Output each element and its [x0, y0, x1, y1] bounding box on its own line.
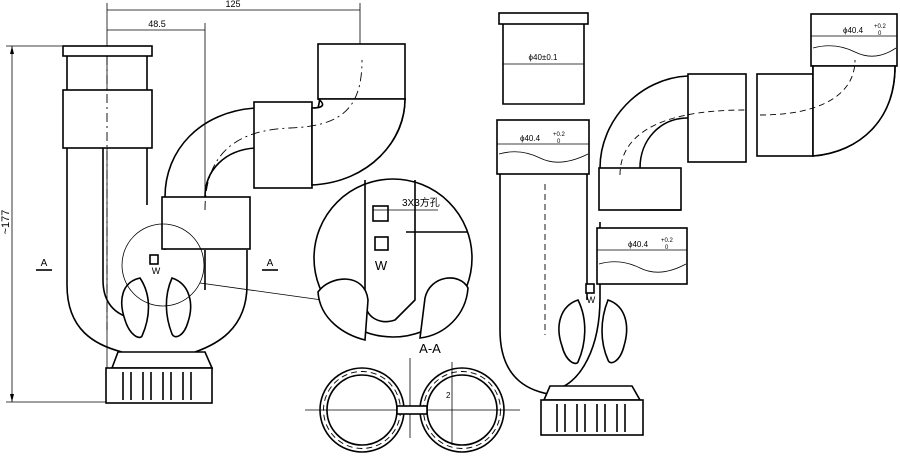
u-trap-body	[66, 148, 248, 353]
socket-dia-a: ϕ40.4	[520, 134, 541, 143]
socket-tol-b-zero: 0	[878, 31, 882, 37]
socket-dia-b: ϕ40.4	[843, 26, 864, 35]
section-gap: 2	[446, 391, 451, 400]
dim-offset: 48.5	[148, 19, 166, 29]
socket-dia-c: ϕ40.4	[628, 240, 649, 249]
right-bottom-nut	[540, 399, 644, 436]
inlet-top-cap	[62, 45, 153, 57]
middle-bend	[599, 75, 689, 169]
top-tube-cap	[498, 12, 589, 25]
right-exploded-view: ϕ40±0.1 ϕ40.4 +0.2 0 ϕ40.4 +0.2 0 ϕ40.4	[496, 12, 898, 436]
detail-circle	[313, 178, 473, 342]
section-title: A-A	[419, 341, 441, 356]
socket-tol-c-zero: 0	[665, 245, 669, 251]
detail-mark-w: W	[375, 258, 388, 273]
right-elbow-socket	[810, 13, 898, 67]
socket-tol-a-plus: +0.2	[553, 132, 566, 138]
upper-bend	[164, 107, 256, 198]
body-mark-w: W	[152, 266, 161, 276]
section-marker-left: A	[41, 258, 48, 269]
tube-dia-label: ϕ40±0.1	[529, 53, 558, 62]
lower-socket	[596, 227, 688, 285]
left-assembly-view: 125 48.5 ~177 A A	[0, 0, 473, 404]
right-mark-w: W	[587, 295, 596, 305]
section-a-a: A-A 2	[305, 341, 520, 453]
section-marker-right: A	[267, 258, 274, 269]
socket-tol-c-plus: +0.2	[661, 238, 674, 244]
outlet-elbow	[317, 43, 406, 100]
inlet-nut	[62, 89, 153, 149]
socket-tol-a-zero: 0	[557, 139, 561, 145]
upper-socket	[496, 119, 590, 175]
bottom-nut	[105, 367, 213, 404]
detail-slot-label: 3X3方孔	[402, 196, 440, 209]
dim-height: ~177	[0, 210, 12, 235]
socket-tol-b-plus: +0.2	[874, 24, 887, 30]
dim-overall-width: 125	[225, 0, 240, 9]
